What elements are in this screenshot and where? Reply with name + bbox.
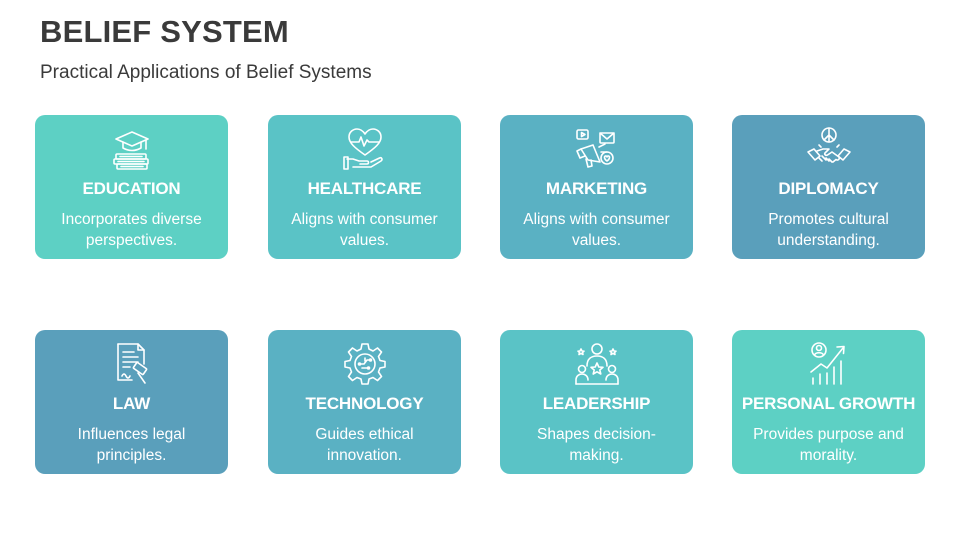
card-description: Provides purpose and morality. <box>753 426 904 464</box>
card-description: Guides ethical innovation. <box>315 426 414 464</box>
leader-stars-icon <box>500 340 693 388</box>
card-label: LEADERSHIP <box>542 394 651 413</box>
card-personal-growth: PERSONAL GROWTH Provides purpose and mor… <box>732 330 925 474</box>
card-marketing: MARKETING Aligns with consumer values. <box>500 115 693 259</box>
graduation-books-icon <box>35 125 228 173</box>
gear-circuit-icon <box>268 340 461 388</box>
card-label: DIPLOMACY <box>778 179 879 198</box>
card-leadership: LEADERSHIP Shapes decision-making. <box>500 330 693 474</box>
card-description: Aligns with consumer values. <box>291 211 438 249</box>
peace-handshake-icon <box>732 125 925 173</box>
card-education: EDUCATION Incorporates diverse perspecti… <box>35 115 228 259</box>
card-description: Influences legal principles. <box>77 426 186 464</box>
heart-hand-icon <box>268 125 461 173</box>
card-description: Promotes cultural understanding. <box>768 211 889 249</box>
legal-document-gavel-icon <box>35 340 228 388</box>
card-description: Shapes decision-making. <box>537 426 656 464</box>
card-description: Aligns with consumer values. <box>523 211 670 249</box>
megaphone-icon <box>500 125 693 173</box>
card-diplomacy: DIPLOMACY Promotes cultural understandin… <box>732 115 925 259</box>
card-label: MARKETING <box>545 179 648 198</box>
card-label: TECHNOLOGY <box>305 394 424 413</box>
growth-chart-person-icon <box>732 340 925 388</box>
page-title: BELIEF SYSTEM <box>40 14 289 49</box>
card-label: PERSONAL GROWTH <box>741 394 916 413</box>
card-healthcare: HEALTHCARE Aligns with consumer values. <box>268 115 461 259</box>
card-label: HEALTHCARE <box>307 179 422 198</box>
card-law: LAW Influences legal principles. <box>35 330 228 474</box>
card-label: LAW <box>112 394 151 413</box>
card-description: Incorporates diverse perspectives. <box>61 211 202 249</box>
card-technology: TECHNOLOGY Guides ethical innovation. <box>268 330 461 474</box>
card-label: EDUCATION <box>82 179 181 198</box>
page-subtitle: Practical Applications of Belief Systems <box>40 62 372 83</box>
